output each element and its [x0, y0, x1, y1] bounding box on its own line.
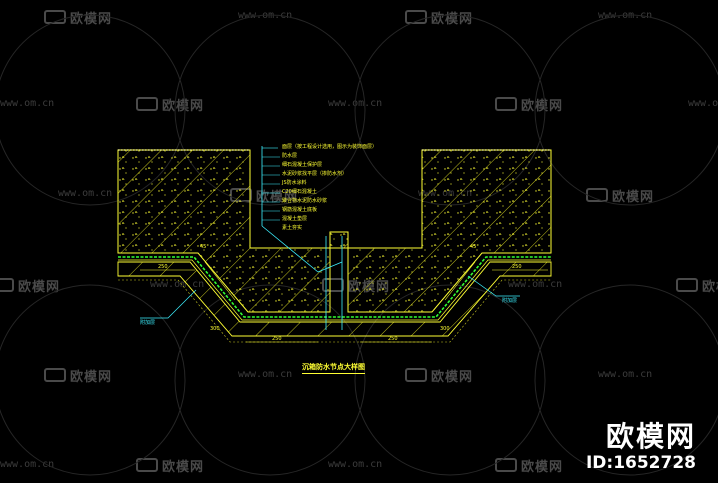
watermark-brand: 欧模网 [136, 456, 204, 475]
callout-item: C20细石混凝土 [282, 189, 317, 195]
sofa-logo-icon [0, 278, 14, 292]
watermark-brand: 欧模网 [495, 95, 563, 114]
dim-right-flat: 250 [512, 264, 522, 270]
watermark-url: www.om.cn [0, 459, 55, 470]
watermark-url: www.om.cn [328, 459, 383, 470]
sofa-logo-icon [44, 368, 66, 382]
callout-list: 面层（按工程设计选用，图示为装饰面层） 防水层 细石混凝土保护层 水泥砂浆找平层… [282, 144, 378, 231]
callout-item: 混凝土垫层 [282, 216, 308, 222]
watermark-brand: 欧模网 [0, 276, 60, 295]
callout-ticks [262, 147, 280, 221]
right-note-label: 附加层 [502, 298, 518, 304]
sofa-logo-icon [136, 97, 158, 111]
sofa-logo-icon [405, 368, 427, 382]
left-note-leader [140, 289, 197, 319]
watermark-url: www.om.cn [238, 369, 293, 380]
watermark-url: www.om.cn [598, 369, 653, 380]
dim-left-flat: 250 [158, 264, 168, 270]
dim-slope-right-top: 45° [470, 244, 479, 250]
dim-slope-right-bottom: 300 [440, 326, 450, 332]
watermark-brand: 欧模网 [136, 95, 204, 114]
callout-item: 水泥砂浆找平层（掺防水剂） [282, 171, 348, 177]
brand-id: ID:1652728 [585, 453, 696, 473]
watermark-brand: 欧模网 [44, 366, 112, 385]
upper-slab-aggregate [118, 150, 551, 312]
watermark-brand: 欧模网 [405, 366, 473, 385]
watermark-brand: 欧模网 [676, 276, 718, 295]
watermark-url: www.om.cn [58, 188, 113, 199]
watermark-url: www.om.cn [0, 98, 55, 109]
callout-item: 防水层 [282, 153, 298, 159]
right-note-leader [467, 275, 520, 297]
waterproof-layer [118, 256, 551, 318]
lower-slab [117, 261, 552, 337]
dim-bottom-right: 250 [388, 336, 398, 342]
sofa-logo-icon [676, 278, 698, 292]
sofa-logo-icon [495, 458, 517, 472]
watermark-arcs [0, 14, 718, 476]
dim-slope-left-top: 45° [200, 244, 209, 250]
callout-item: 面层（按工程设计选用，图示为装饰面层） [282, 144, 378, 150]
watermark-url: www.om.cn [688, 98, 718, 109]
brand-name: 欧模网 [605, 420, 696, 453]
protection-layer-line [118, 259, 551, 321]
sofa-logo-icon [405, 10, 427, 24]
callout-item: 聚合物水泥防水砂浆 [282, 198, 328, 204]
callout-item: JS防水涂料 [282, 180, 307, 186]
sofa-logo-icon [495, 97, 517, 111]
callout-item: 钢筋混凝土底板 [282, 207, 318, 213]
left-note-label: 附加层 [140, 320, 156, 326]
callout-item: 细石混凝土保护层 [282, 162, 323, 168]
watermark-brand: 欧模网 [495, 456, 563, 475]
watermark-url: www.om.cn [508, 279, 563, 290]
sofa-logo-icon [44, 10, 66, 24]
watermark-url: www.om.cn [150, 279, 205, 290]
dim-bottom-left: 250 [272, 336, 282, 342]
dimension-lines [140, 261, 548, 343]
callout-item: 素土夯实 [282, 225, 303, 231]
sofa-logo-icon [136, 458, 158, 472]
dim-slope-left-bottom: 300 [210, 326, 220, 332]
drawing-title: 沉箱防水节点大样图 [302, 362, 365, 374]
callout-leader [261, 146, 343, 330]
cushion-line [118, 279, 551, 343]
